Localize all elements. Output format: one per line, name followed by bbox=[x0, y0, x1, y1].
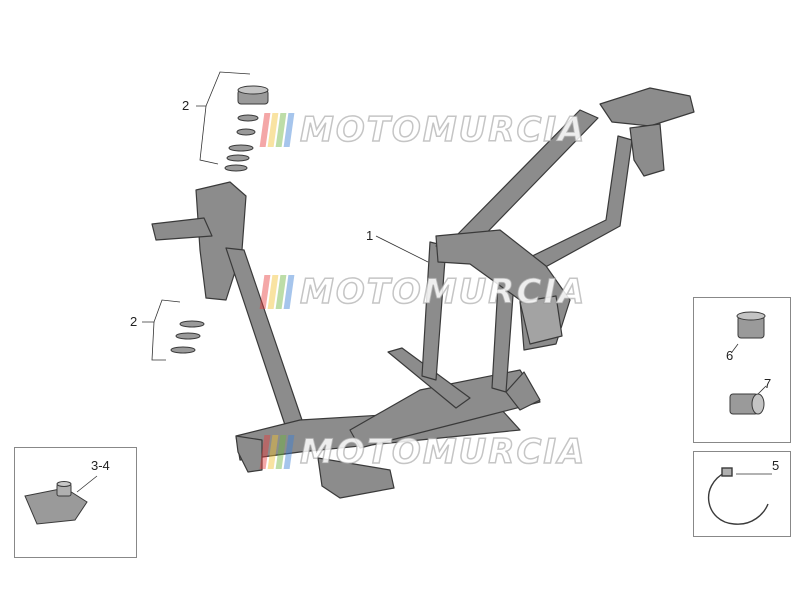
clip-nut-detail-box: 3-4 bbox=[14, 447, 137, 558]
bushing-spacer-drawing: 6 7 bbox=[726, 311, 771, 415]
upper-steering-bearing-set bbox=[224, 85, 269, 172]
bushing-part bbox=[736, 311, 766, 339]
callout-spacer-label: 7 bbox=[764, 376, 771, 391]
main-frame bbox=[151, 87, 695, 499]
callout-clip-nut-label: 3-4 bbox=[91, 458, 110, 473]
clip-nut-drawing: 3-4 bbox=[24, 458, 110, 525]
cable-strap-part bbox=[707, 467, 769, 525]
callout-frame-label: 1 bbox=[366, 228, 373, 243]
lower-steering-bearing-set bbox=[170, 320, 205, 354]
spacer-part bbox=[729, 393, 765, 415]
callout-upper-bearing-label: 2 bbox=[182, 98, 189, 113]
bushing-spacer-detail-box: 6 7 bbox=[693, 297, 791, 443]
cable-strap-detail-box: 5 bbox=[693, 451, 791, 537]
leader-lines bbox=[142, 71, 429, 361]
callout-lower-bearing-label: 2 bbox=[130, 314, 137, 329]
callout-bushing-label: 6 bbox=[726, 348, 733, 363]
callout-cable-strap-label: 5 bbox=[772, 458, 779, 473]
cable-strap-drawing: 5 bbox=[707, 458, 779, 525]
clip-nut-part bbox=[24, 481, 88, 525]
